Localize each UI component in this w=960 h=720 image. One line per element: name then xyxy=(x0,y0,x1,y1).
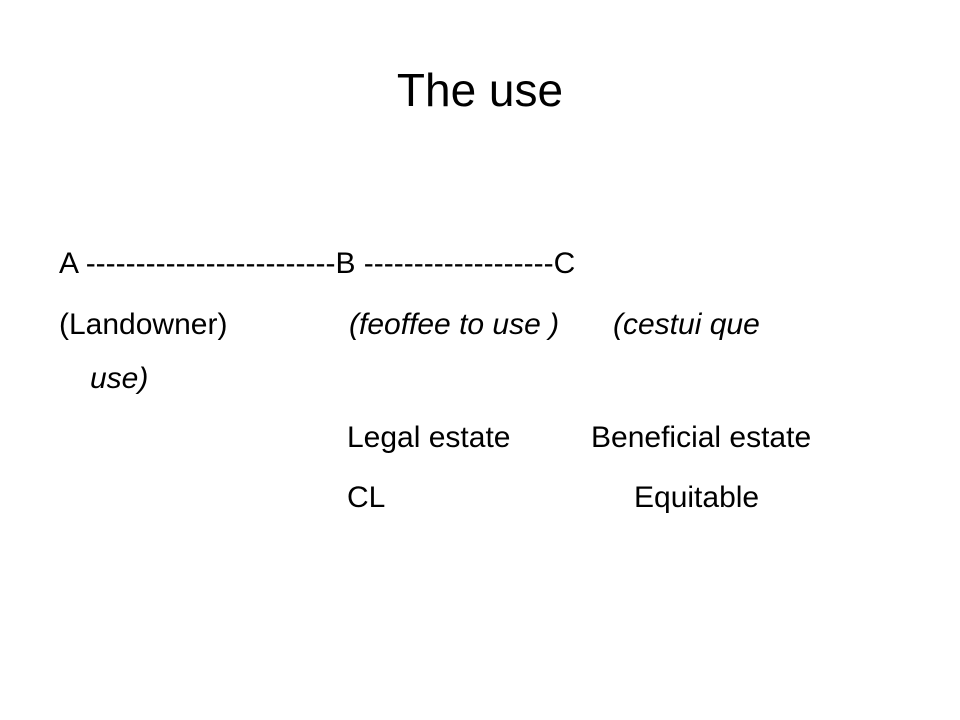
slide-title: The use xyxy=(396,64,564,116)
cestui-label-part2: use) xyxy=(90,362,149,395)
cl-label: CL xyxy=(347,481,386,514)
equitable-label: Equitable xyxy=(634,481,760,514)
feoffee-label: (feoffee to use ) xyxy=(349,308,560,341)
landowner-label: (Landowner) xyxy=(59,308,228,341)
relation-line: A -------------------------B -----------… xyxy=(59,247,576,280)
legal-estate-label: Legal estate xyxy=(347,421,511,454)
beneficial-estate-label: Beneficial estate xyxy=(591,421,812,454)
cestui-label-part1: (cestui que xyxy=(613,308,760,341)
